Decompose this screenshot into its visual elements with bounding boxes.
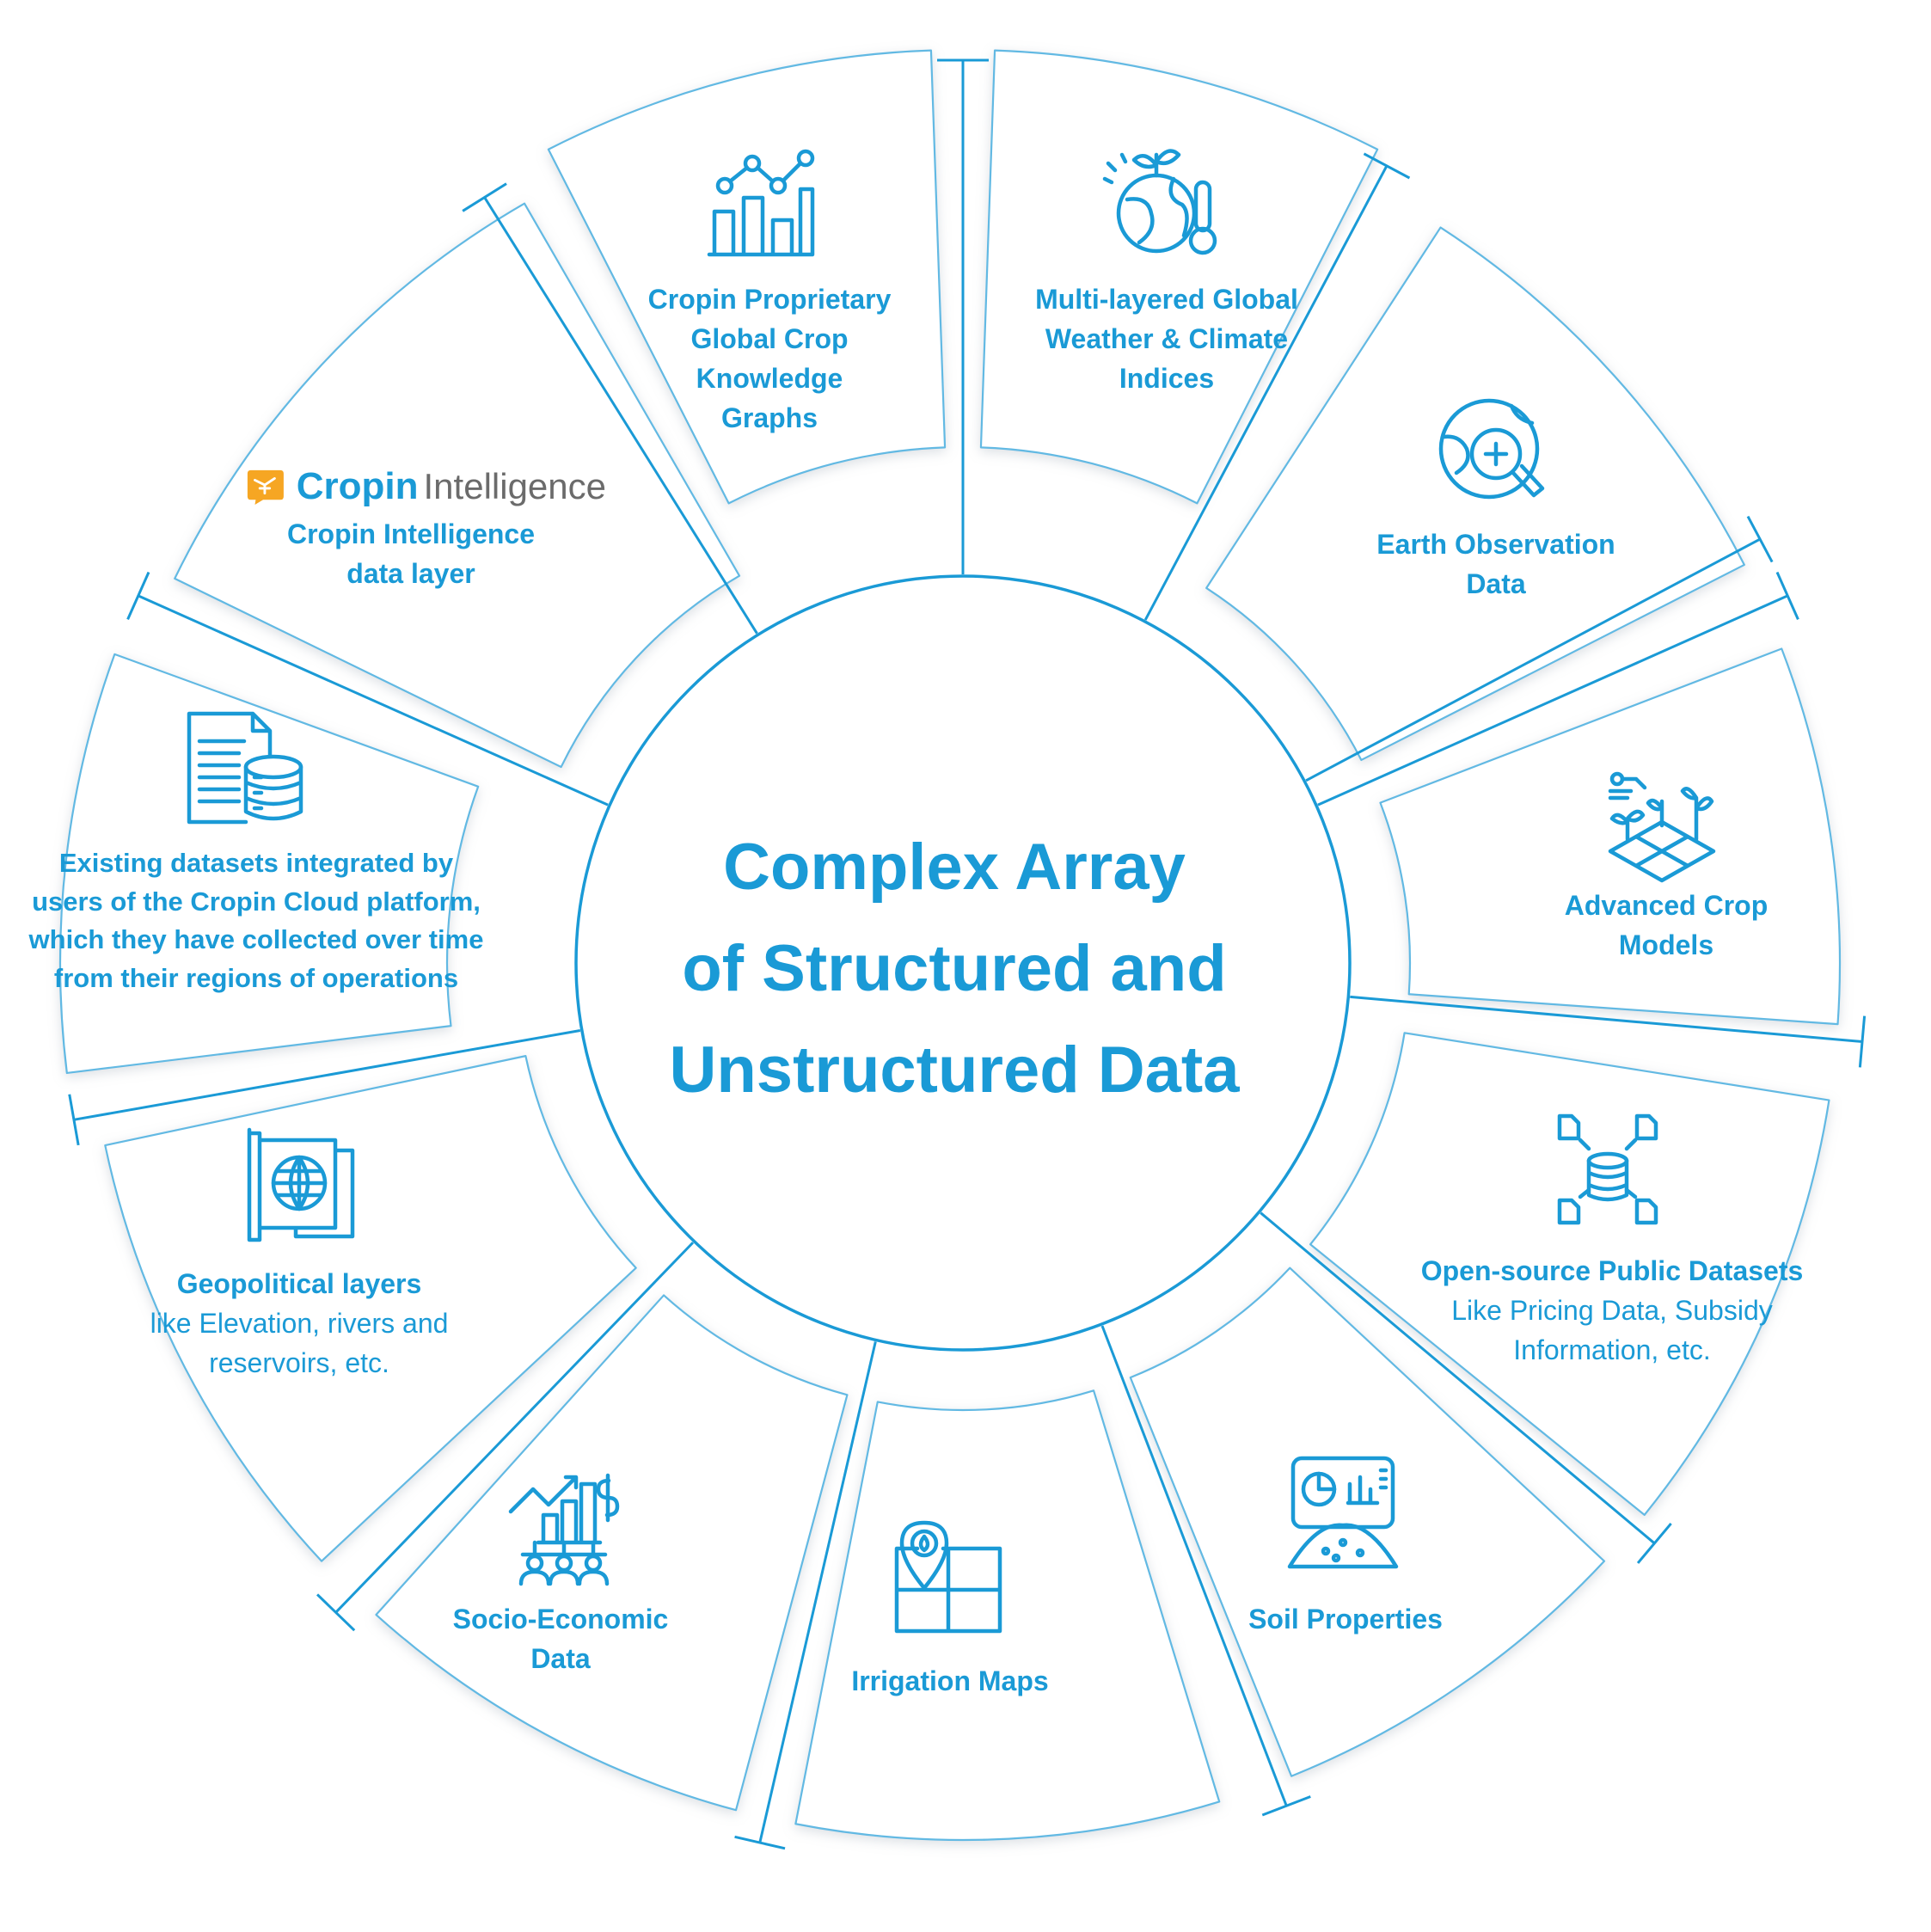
- segment-tiles: [58, 49, 1842, 1842]
- brand-name-intelligence: Intelligence: [423, 466, 606, 506]
- connector-cap: [1746, 515, 1774, 563]
- center-title-line-3: Unstructured Data: [669, 1033, 1240, 1107]
- globe-magnifier-icon: [1438, 398, 1545, 500]
- segment-label-line: data layer: [346, 558, 475, 590]
- segment-label-line: Existing datasets integrated by: [58, 848, 454, 878]
- connector-cap: [1636, 1522, 1672, 1564]
- database-network-icon: [1557, 1113, 1658, 1225]
- segment-label-line: users of the Cropin Cloud platform,: [32, 886, 481, 917]
- connector-spoke: [483, 196, 758, 635]
- segment-label-geopolitical-layers: Geopolitical layers like Elevation, river…: [76, 1264, 523, 1383]
- cropin-intelligence-brand: Cropin Intelligence: [245, 461, 606, 512]
- segment-label-cropin-intelligence: Cropin Intelligence data layer: [213, 514, 609, 593]
- connector-spoke: [1305, 537, 1761, 782]
- segment-tile-weather-climate: [979, 49, 1379, 505]
- segment-label-line: Geopolitical layers: [176, 1268, 422, 1299]
- segment-label-soil-properties: Soil Properties: [1165, 1599, 1526, 1639]
- center-hub: [574, 574, 1352, 1352]
- segment-sublabel-line: Like Pricing Data, Subsidy: [1451, 1295, 1773, 1327]
- bar-line-chart-icon: [707, 149, 815, 257]
- segment-sublabel-line: like Elevation, rivers and: [150, 1308, 449, 1340]
- connector-cap: [1775, 571, 1799, 620]
- connector-cap: [68, 1094, 80, 1146]
- connector-spoke: [1317, 594, 1788, 807]
- crop-field-grid-icon: [1608, 771, 1716, 883]
- segment-tile-socio-economic: [375, 1294, 849, 1812]
- center-title-line-1: Complex Array: [723, 831, 1186, 904]
- connector-spokes: [68, 58, 1867, 1850]
- segment-tile-open-source-datasets: [1309, 1032, 1830, 1517]
- segment-tile-cropin-intelligence: [174, 202, 741, 769]
- segment-label-line: from their regions of operations: [53, 962, 459, 993]
- connector-cap: [734, 1835, 786, 1850]
- connector-spoke: [1350, 995, 1863, 1044]
- segment-tile-proprietary-graphs: [547, 49, 947, 505]
- brand-name-cropin: Cropin: [296, 465, 419, 507]
- cropin-logo-icon: [247, 469, 284, 506]
- segment-tile-crop-models: [1379, 647, 1842, 1026]
- segment-label-irrigation-maps: Irrigation Maps: [769, 1661, 1131, 1701]
- soil-dashboard-icon: [1287, 1456, 1399, 1569]
- segment-label-line: Indices: [1119, 363, 1215, 395]
- growth-people-dollar-icon: [508, 1473, 620, 1586]
- connector-spoke: [73, 1029, 581, 1121]
- segment-tile-geopolitical-layers: [104, 1055, 637, 1562]
- segment-label-line: Soil Properties: [1248, 1604, 1443, 1635]
- segment-label-line: Cropin Intelligence: [286, 518, 536, 549]
- segment-label-line: Cropin Proprietary: [647, 284, 892, 315]
- connector-cap: [1858, 1015, 1867, 1068]
- connector-cap: [462, 182, 507, 212]
- connector-spoke: [758, 1341, 877, 1843]
- segment-label-line: Global Crop: [690, 323, 849, 355]
- segment-label-line: Models: [1618, 929, 1714, 961]
- segment-label-line: Earth Observation: [1376, 529, 1615, 560]
- segment-label-existing-datasets: Existing datasets integrated by users of …: [0, 844, 523, 998]
- segment-label-line: Multi-layered Global: [1035, 284, 1298, 315]
- segment-label-line: Knowledge: [696, 363, 843, 395]
- center-title: Complex Array of Structured and Unstruct…: [593, 817, 1315, 1120]
- connector-cap: [316, 1593, 356, 1632]
- connector-cap: [1261, 1795, 1311, 1817]
- map-water-pin-icon: [894, 1520, 1002, 1634]
- segment-label-line: which they have collected over time: [28, 924, 484, 955]
- connector-cap: [126, 571, 150, 620]
- globe-banner-icon: [247, 1127, 355, 1242]
- segment-tile-existing-datasets: [58, 653, 480, 1075]
- segment-tile-soil-properties: [1129, 1267, 1606, 1777]
- document-database-icon: [187, 711, 303, 825]
- connector-spoke: [1143, 165, 1388, 621]
- segment-sublabel-line: Information, etc.: [1513, 1334, 1711, 1366]
- segment-label-line: Advanced Crop: [1564, 890, 1769, 921]
- segment-tile-irrigation-maps: [794, 1389, 1221, 1842]
- segment-label-line: Weather & Climate: [1045, 323, 1289, 355]
- segment-icons: [187, 149, 1716, 1634]
- segment-sublabel-line: reservoirs, etc.: [209, 1347, 389, 1379]
- connector-spoke: [1260, 1211, 1656, 1545]
- segment-label-line: Data: [530, 1643, 591, 1675]
- segment-label-line: Socio-Economic: [452, 1604, 669, 1635]
- segment-label-line: Graphs: [720, 402, 818, 434]
- connector-spoke: [1100, 1325, 1288, 1806]
- segment-label-line: Open-source Public Datasets: [1420, 1255, 1804, 1286]
- center-title-line-2: of Structured and: [682, 931, 1227, 1005]
- globe-thermometer-icon: [1102, 149, 1217, 255]
- connector-spoke: [334, 1242, 695, 1614]
- segment-label-line: Irrigation Maps: [851, 1665, 1049, 1696]
- segment-label-line: Data: [1466, 568, 1526, 600]
- connector-cap: [1363, 152, 1411, 180]
- connector-spoke: [138, 594, 609, 807]
